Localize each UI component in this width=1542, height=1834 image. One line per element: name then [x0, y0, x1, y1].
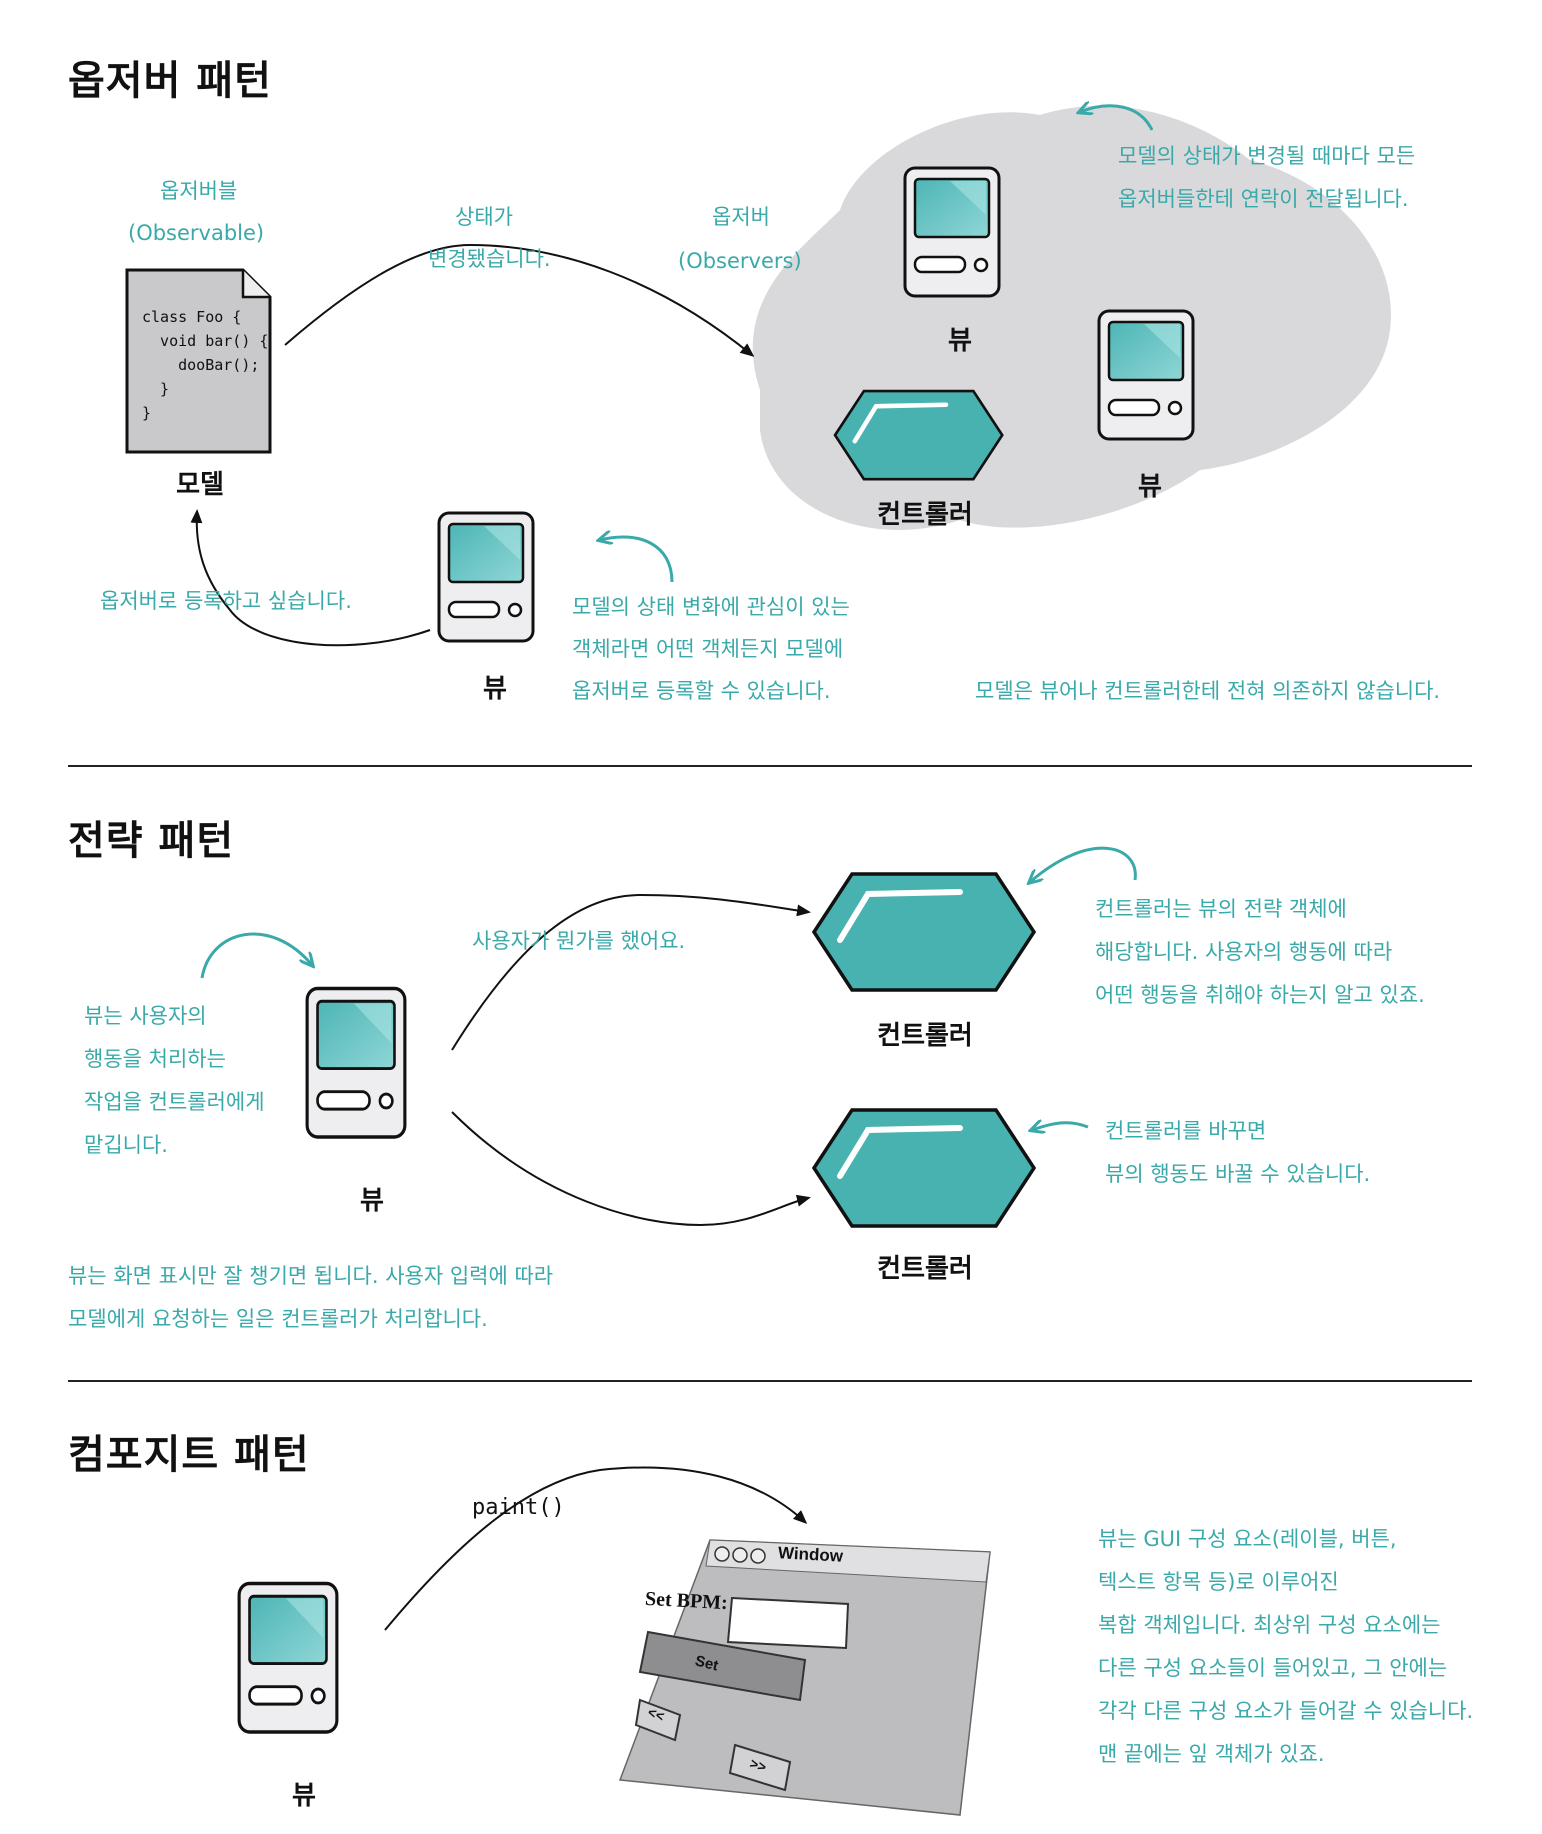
- controller-label: 컨트롤러: [877, 1254, 973, 1284]
- view-note-line2: 행동을 처리하는: [84, 1047, 226, 1071]
- swap-note-line1: 컨트롤러를 바꾸면: [1105, 1119, 1267, 1143]
- model-label: 모델: [176, 470, 224, 500]
- view-label: 뷰: [292, 1781, 316, 1811]
- composite-note-line4: 다른 구성 요소들이 들어있고, 그 안에는: [1098, 1656, 1448, 1680]
- ctrl-note-line2: 해당합니다. 사용자의 행동에 따라: [1095, 940, 1393, 964]
- view-note-line4: 맡깁니다.: [84, 1133, 168, 1157]
- user-action-note: 사용자가 뭔가를 했어요.: [472, 929, 686, 953]
- section-divider: [68, 1380, 1472, 1382]
- view-label: 뷰: [360, 1186, 384, 1216]
- interest-note-line2: 객체라면 어떤 객체든지 모델에: [572, 637, 844, 661]
- register-note: 옵저버로 등록하고 싶습니다.: [100, 589, 352, 613]
- composite-note-line6: 맨 끝에는 잎 객체가 있죠.: [1098, 1742, 1325, 1766]
- notify-note-line2: 옵저버들한테 연락이 전달됩니다.: [1118, 187, 1409, 211]
- paint-method-label: paint(): [472, 1495, 565, 1520]
- ctrl-note-line3: 어떤 행동을 취해야 하는지 알고 있죠.: [1095, 983, 1425, 1007]
- controller-label: 컨트롤러: [877, 500, 973, 530]
- strategy-pattern-title: 전략 패턴: [68, 818, 235, 864]
- document-icon: [125, 268, 272, 454]
- observer-pattern-title: 옵저버 패턴: [68, 58, 272, 104]
- view-label: 뷰: [1138, 472, 1162, 502]
- view-note-line1: 뷰는 사용자의: [84, 1004, 207, 1028]
- notify-note-line1: 모델의 상태가 변경될 때마다 모든: [1118, 144, 1416, 168]
- code-snippet: class Foo { void bar() { dooBar(); } }: [142, 308, 269, 422]
- teal-arrow-swap-note: [1032, 1123, 1089, 1130]
- arrow-model-to-observers: [284, 243, 755, 357]
- controller-label: 컨트롤러: [877, 1021, 973, 1051]
- composite-pattern-title: 컴포지트 패턴: [68, 1432, 310, 1478]
- teal-arrow-notify: [1080, 106, 1154, 131]
- composite-note-line3: 복합 객체입니다. 최상위 구성 요소에는: [1098, 1613, 1441, 1637]
- arrow-view-to-model: [190, 509, 431, 647]
- interest-note-line1: 모델의 상태 변화에 관심이 있는: [572, 595, 850, 619]
- arrow-view-to-controller-top: [451, 893, 811, 1051]
- composite-note-line5: 각각 다른 구성 요소가 들어갈 수 있습니다.: [1098, 1699, 1474, 1723]
- arrow-paint: [384, 1466, 808, 1631]
- view-label: 뷰: [483, 674, 507, 704]
- teal-arrow-ctrl-note: [1030, 846, 1137, 882]
- view-note-line3: 작업을 컨트롤러에게: [84, 1090, 265, 1114]
- view-computer-icon: [237, 1581, 339, 1734]
- observable-sub-label: (Observable): [128, 221, 265, 245]
- independence-note: 모델은 뷰어나 컨트롤러한테 전혀 의존하지 않습니다.: [975, 679, 1441, 703]
- window-mockup: [618, 1539, 991, 1816]
- section-divider: [68, 765, 1472, 767]
- teal-arrow-view-note: [200, 932, 312, 979]
- strategy-bottom-note-line1: 뷰는 화면 표시만 잘 챙기면 됩니다. 사용자 입력에 따라: [68, 1264, 554, 1288]
- ctrl-note-line1: 컨트롤러는 뷰의 전략 객체에: [1095, 897, 1347, 921]
- window-title: Window: [777, 1543, 844, 1566]
- arrow-view-to-controller-bottom: [451, 1111, 811, 1227]
- observable-label: 옵저버블: [160, 179, 238, 203]
- view-label: 뷰: [948, 326, 972, 356]
- set-bpm-label: Set BPM:: [644, 1587, 729, 1615]
- observers-sub-label: (Observers): [678, 249, 802, 273]
- teal-arrow-interest: [600, 537, 674, 583]
- interest-note-line3: 옵저버로 등록할 수 있습니다.: [572, 679, 831, 703]
- composite-note-line1: 뷰는 GUI 구성 요소(레이블, 버튼,: [1098, 1527, 1397, 1551]
- state-changed-line2: 변경됐습니다.: [428, 247, 551, 271]
- composite-note-line2: 텍스트 항목 등)로 이루어진: [1098, 1570, 1339, 1594]
- observers-label: 옵저버: [712, 205, 770, 229]
- state-changed-line1: 상태가: [455, 205, 513, 229]
- swap-note-line2: 뷰의 행동도 바꿀 수 있습니다.: [1105, 1162, 1371, 1186]
- strategy-bottom-note-line2: 모델에게 요청하는 일은 컨트롤러가 처리합니다.: [68, 1307, 488, 1331]
